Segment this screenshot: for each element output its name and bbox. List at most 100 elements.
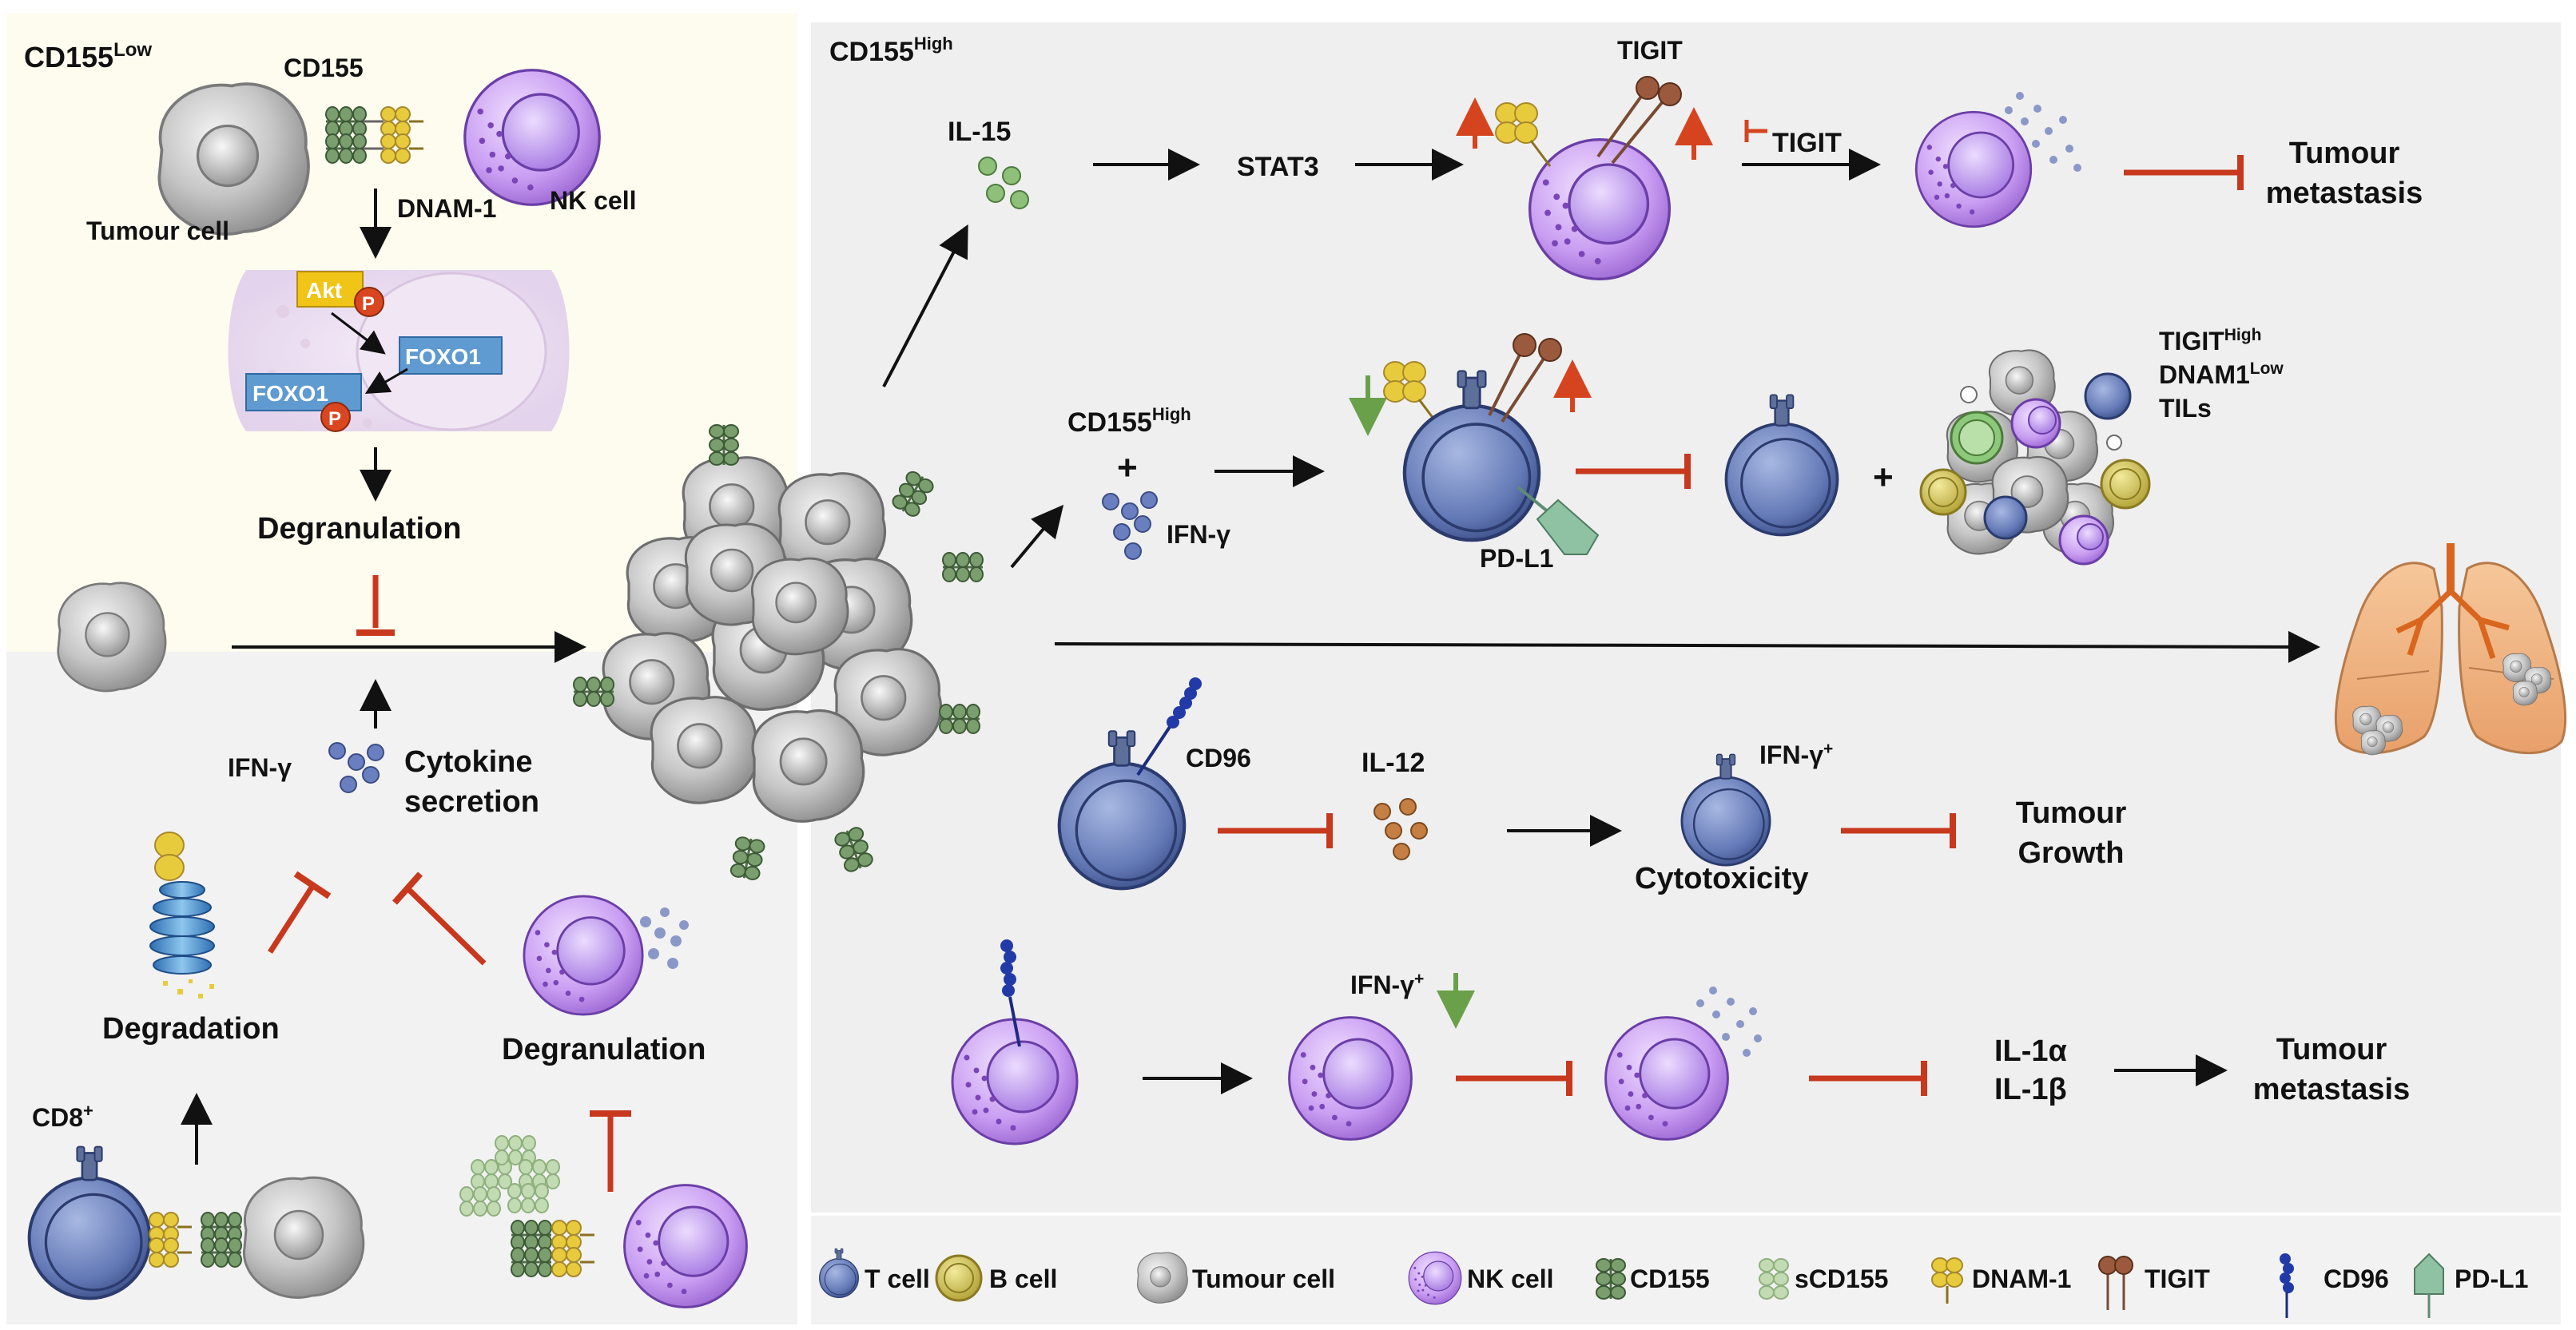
cytokine-line1: Cytokine (404, 745, 532, 779)
ifng-plus-row3-label: IFN-γ (1759, 740, 1823, 769)
cd155-icon (1595, 1257, 1627, 1300)
legend-cd155: CD155 (1630, 1264, 1710, 1293)
cd155-high-panel (811, 22, 2561, 1213)
tumour-cell-icon (1136, 1252, 1188, 1304)
tigit-row1-icon (1596, 76, 1682, 165)
granules-row1 (2005, 92, 2081, 172)
legend: T cell B cell Tumour cell NK cell CD155 … (819, 1248, 2528, 1318)
legend-scd155: sCD155 (1795, 1264, 1888, 1293)
nk-cell-cd96 (951, 1018, 1079, 1145)
lungs-icon (2334, 543, 2567, 756)
legend-cd96: CD96 (2324, 1264, 2389, 1293)
tigit-icon (2098, 1256, 2133, 1310)
akt-box (296, 271, 364, 308)
il15-label: IL-15 (948, 117, 1011, 147)
row3-outcome-line1: Tumour (2016, 796, 2127, 830)
foxo1-phospho-icon (320, 402, 351, 432)
row4-outcome-line1: Tumour (2276, 1033, 2387, 1066)
nk-cell-label: NK cell (550, 186, 636, 215)
cd96-label: CD96 (1186, 744, 1251, 772)
tils-cluster (1919, 349, 2151, 566)
ifng-plus-row4-label: IFN-γ (1350, 971, 1414, 999)
dnam1-row2-icon (1383, 361, 1440, 426)
legend-pdl1: PD-L1 (2455, 1264, 2528, 1293)
svg-text:IFN-γ+: IFN-γ+ (1759, 740, 1833, 769)
tigit-row1-label: TIGIT (1617, 36, 1683, 65)
svg-text:IFN-γ+: IFN-γ+ (1350, 970, 1424, 999)
legend-tumour-cell: Tumour cell (1192, 1264, 1335, 1293)
nk-cell-bottom (623, 1184, 748, 1308)
degranulation-bottom-label: Degranulation (502, 1033, 706, 1066)
cd155-label: CD155 (284, 54, 364, 82)
nk-cell-row1 (1528, 137, 1672, 281)
cd155-high-row2-label: CD155 (1067, 407, 1152, 438)
legend-nk-cell: NK cell (1467, 1264, 1553, 1293)
nk-cell-icon (1408, 1251, 1462, 1305)
foxo1-label: FOXO1 (405, 344, 481, 369)
foxo1-box (399, 336, 503, 375)
svg-text:P: P (328, 408, 341, 430)
cytotoxicity-label: Cytotoxicity (1635, 862, 1808, 895)
cytokine-line2: secretion (404, 785, 539, 819)
cd155-low-title: CD155 (24, 41, 113, 73)
nk-cell-row4-degranulating (1604, 1016, 1729, 1141)
svg-text:CD155Low: CD155Low (24, 39, 152, 73)
dnam1-label: DNAM-1 (397, 194, 496, 223)
tumour-cell-label: Tumour cell (86, 216, 229, 245)
tumour-cell-top (157, 82, 310, 236)
cd155-dnam1-bridge (324, 105, 425, 165)
row1-outcome-line1: Tumour (2289, 137, 2400, 170)
dnam1-row1-icon (1495, 102, 1552, 167)
row1-outcome-line2: metastasis (2266, 177, 2423, 210)
cd155-high-title: CD155 (829, 37, 914, 67)
dnam1-icon (1931, 1257, 1963, 1304)
pdl1-row2-label: PD-L1 (1480, 544, 1553, 573)
nk-cell-top (463, 69, 601, 206)
svg-text:DNAM1Low: DNAM1Low (2159, 359, 2284, 389)
akt-label: Akt (306, 278, 342, 303)
pdl1-row2-icon (1517, 486, 1600, 555)
tumour-cell-entry (57, 582, 167, 693)
legend-t-cell: T cell (865, 1264, 930, 1293)
stat3-label: STAT3 (1237, 152, 1319, 182)
akt-phospho-icon (354, 287, 384, 317)
degradation-label: Degradation (102, 1012, 280, 1046)
tumour-cell-bottom (242, 1176, 365, 1299)
cd96-row3-icon (1136, 677, 1202, 776)
dnam1-degradation-icon (149, 832, 215, 998)
granules-row4 (1696, 987, 1762, 1057)
il12-label: IL-12 (1362, 748, 1425, 778)
ifng-row2-label: IFN-γ (1167, 520, 1230, 549)
svg-text:P: P (362, 293, 375, 315)
tils-label: TILs (2159, 394, 2212, 423)
ifng-left-label: IFN-γ (228, 753, 292, 782)
row4-outcome-line2: metastasis (2253, 1073, 2410, 1106)
cd8-label: CD8 (32, 1103, 83, 1132)
il1a-label: IL-1α (1994, 1034, 2067, 1068)
svg-text:TIGITHigh: TIGITHigh (2159, 326, 2261, 355)
svg-text:CD155High: CD155High (1067, 404, 1191, 438)
foxo1-p-label: FOXO1 (252, 381, 328, 406)
dnam1-low-label: DNAM1 (2159, 360, 2250, 389)
cd96-row4-icon (1000, 939, 1021, 1047)
il1b-label: IL-1β (1994, 1073, 2067, 1106)
legend-tigit: TIGIT (2145, 1264, 2210, 1293)
degranulation-top-label: Degranulation (257, 512, 461, 546)
tigit-row2-icon (1488, 333, 1562, 423)
granules-bottom (640, 907, 689, 969)
svg-text:CD8+: CD8+ (32, 1101, 93, 1132)
legend-b-cell: B cell (989, 1264, 1057, 1293)
legend-dnam1: DNAM-1 (1972, 1264, 2071, 1293)
nk-cell-row4 (1288, 1016, 1413, 1141)
b-cell-icon (935, 1254, 983, 1302)
cd96-icon (2280, 1253, 2294, 1318)
row2-plus2: + (1873, 458, 1894, 497)
legend-panel (811, 1216, 2561, 1324)
svg-text:CD155High: CD155High (829, 34, 953, 67)
nk-cell-degranulating (523, 895, 644, 1016)
tigit-block-label: TIGIT (1772, 128, 1842, 158)
tigit-high-label: TIGIT (2159, 327, 2224, 355)
nk-cell-row1-degranulating (1914, 110, 2033, 228)
scd155-icon (1759, 1258, 1789, 1300)
